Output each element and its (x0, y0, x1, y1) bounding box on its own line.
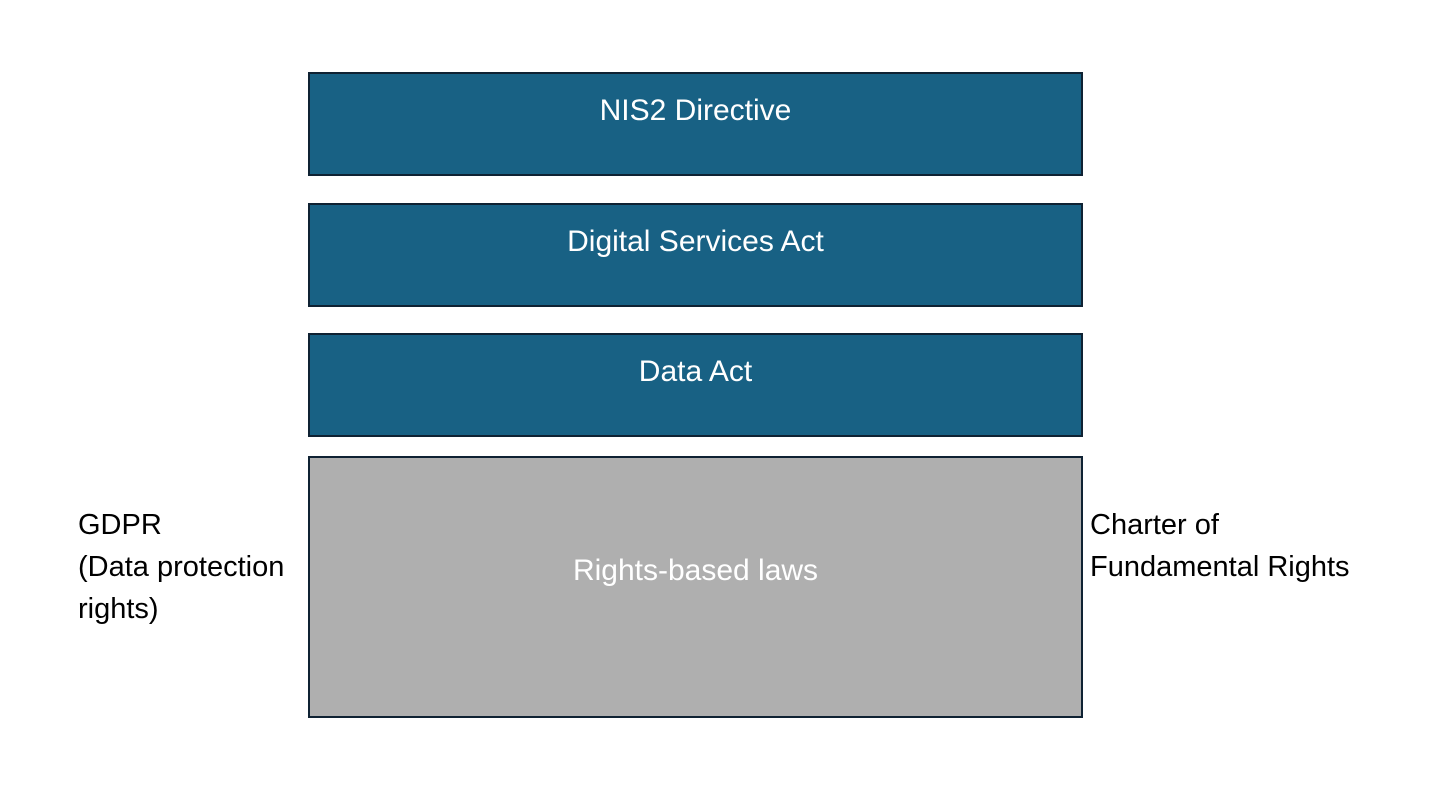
data-act-label: Data Act (638, 355, 753, 388)
charter-side-label: Charter of Fundamental Rights (1090, 504, 1350, 588)
gdpr-side-label: GDPR (Data protection rights) (78, 504, 284, 630)
nis2-directive-box: NIS2 Directive (308, 72, 1083, 176)
nis2-directive-label: NIS2 Directive (599, 94, 792, 127)
data-act-box: Data Act (308, 333, 1083, 437)
digital-services-act-label: Digital Services Act (567, 225, 824, 258)
rights-based-laws-label: Rights-based laws (572, 554, 819, 587)
gdpr-label-line: GDPR (78, 509, 162, 541)
rights-based-laws-box: Rights-based laws (308, 456, 1083, 718)
gdpr-label-line: rights) (78, 593, 159, 625)
charter-label-line: Charter of (1090, 509, 1219, 541)
digital-services-act-box: Digital Services Act (308, 203, 1083, 307)
charter-label-line: Fundamental Rights (1090, 551, 1350, 583)
gdpr-label-line: (Data protection (78, 551, 285, 583)
